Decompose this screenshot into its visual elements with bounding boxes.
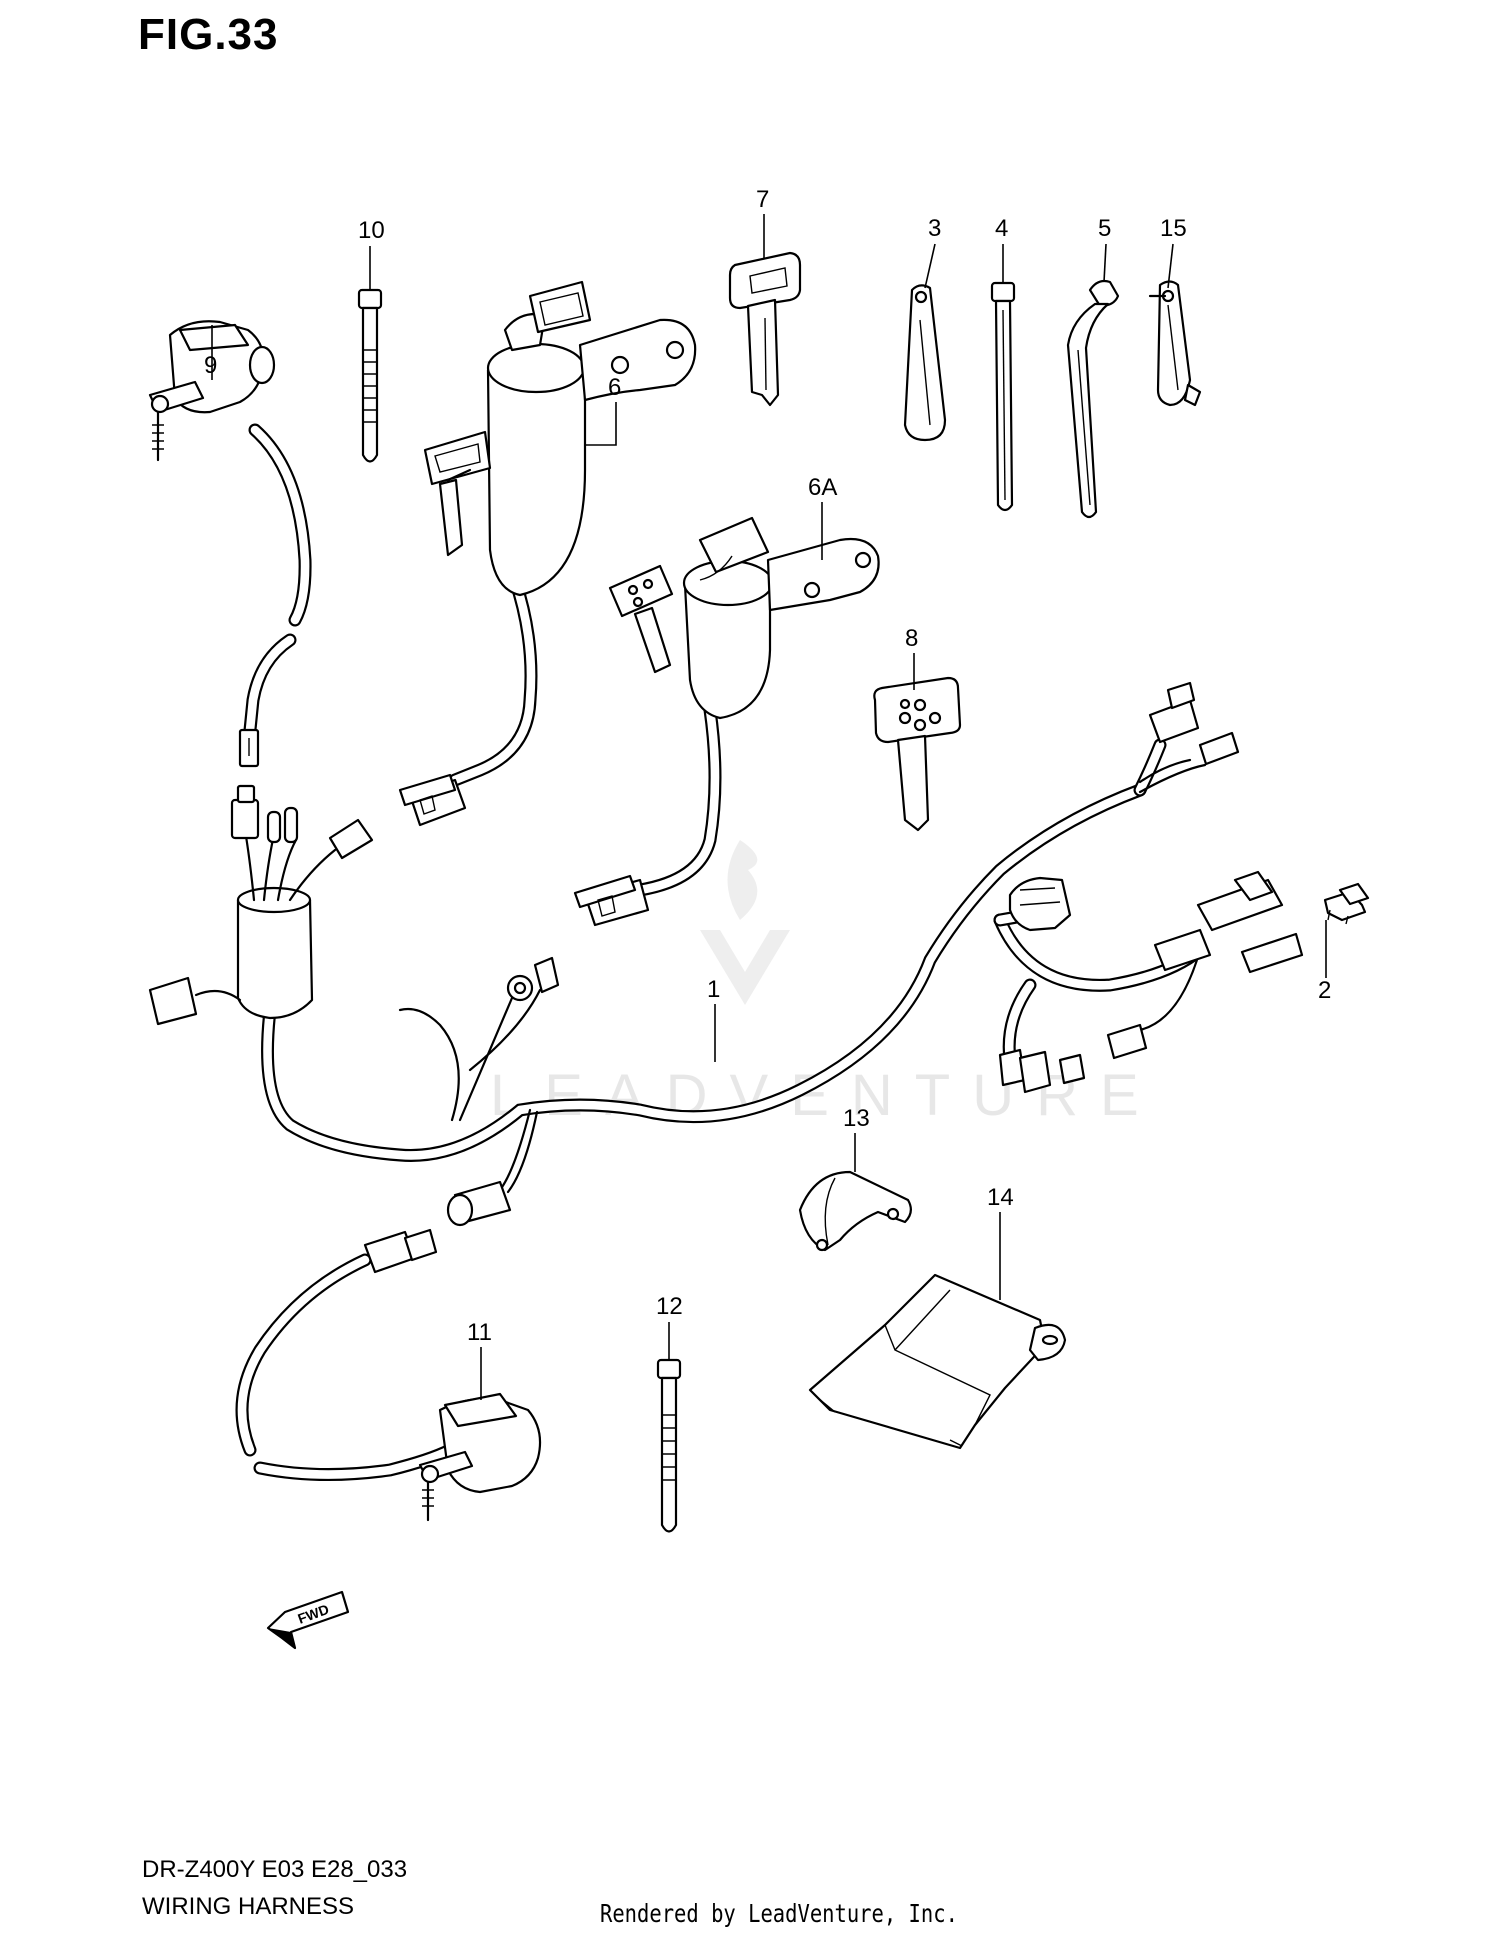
callout-8: 8 xyxy=(905,625,918,652)
callout-9: 9 xyxy=(204,352,217,379)
model-code: DR-Z400Y E03 E28_033 xyxy=(142,1856,408,1883)
callout-13: 13 xyxy=(843,1105,870,1132)
watermark: LEADVENTURE xyxy=(490,840,1139,1128)
part-8-key[interactable] xyxy=(873,676,962,832)
part-7-key[interactable] xyxy=(728,251,802,407)
part-10-cable-tie[interactable] xyxy=(357,288,383,463)
callout-14: 14 xyxy=(987,1184,1014,1211)
part-12-cable-tie[interactable] xyxy=(656,1358,682,1533)
part-3-clamp[interactable] xyxy=(903,284,947,442)
callouts: 10 9 7 3 4 5 15 6 6A 8 1 2 13 14 12 11 xyxy=(204,186,1331,1400)
part-9-sensor[interactable] xyxy=(148,320,312,768)
callout-7: 7 xyxy=(756,186,769,213)
part-14-bracket[interactable] xyxy=(808,1273,1067,1450)
part-1-wiring-harness[interactable] xyxy=(148,681,1304,1227)
part-6-ignition-switch[interactable] xyxy=(398,280,697,827)
callout-6a: 6A xyxy=(808,474,837,501)
part-5-cable-tie[interactable] xyxy=(1066,279,1120,519)
figure-title: FIG.33 xyxy=(138,10,279,59)
callout-6: 6 xyxy=(608,374,621,401)
watermark-logo-icon xyxy=(700,840,790,1005)
part-15-clamp[interactable] xyxy=(1148,280,1202,407)
part-2-fuse[interactable] xyxy=(1323,882,1370,925)
part-11-sensor[interactable] xyxy=(235,1228,542,1522)
rendered-by-credit: Rendered by LeadVenture, Inc. xyxy=(600,1899,958,1928)
part-4-cable-tie[interactable] xyxy=(990,281,1016,512)
part-6a-ignition-switch[interactable] xyxy=(573,516,880,927)
callout-4: 4 xyxy=(995,215,1008,242)
fwd-arrow-icon: FWD xyxy=(266,1590,350,1650)
callout-15: 15 xyxy=(1160,215,1187,242)
callout-1: 1 xyxy=(707,976,720,1003)
callout-2: 2 xyxy=(1318,977,1331,1004)
callout-10: 10 xyxy=(358,217,385,244)
callout-11: 11 xyxy=(467,1319,492,1346)
part-13-cover[interactable] xyxy=(798,1170,912,1252)
callout-5: 5 xyxy=(1098,215,1111,242)
callout-12: 12 xyxy=(656,1293,683,1320)
callout-3: 3 xyxy=(928,215,941,242)
figure-name: WIRING HARNESS xyxy=(142,1893,355,1920)
